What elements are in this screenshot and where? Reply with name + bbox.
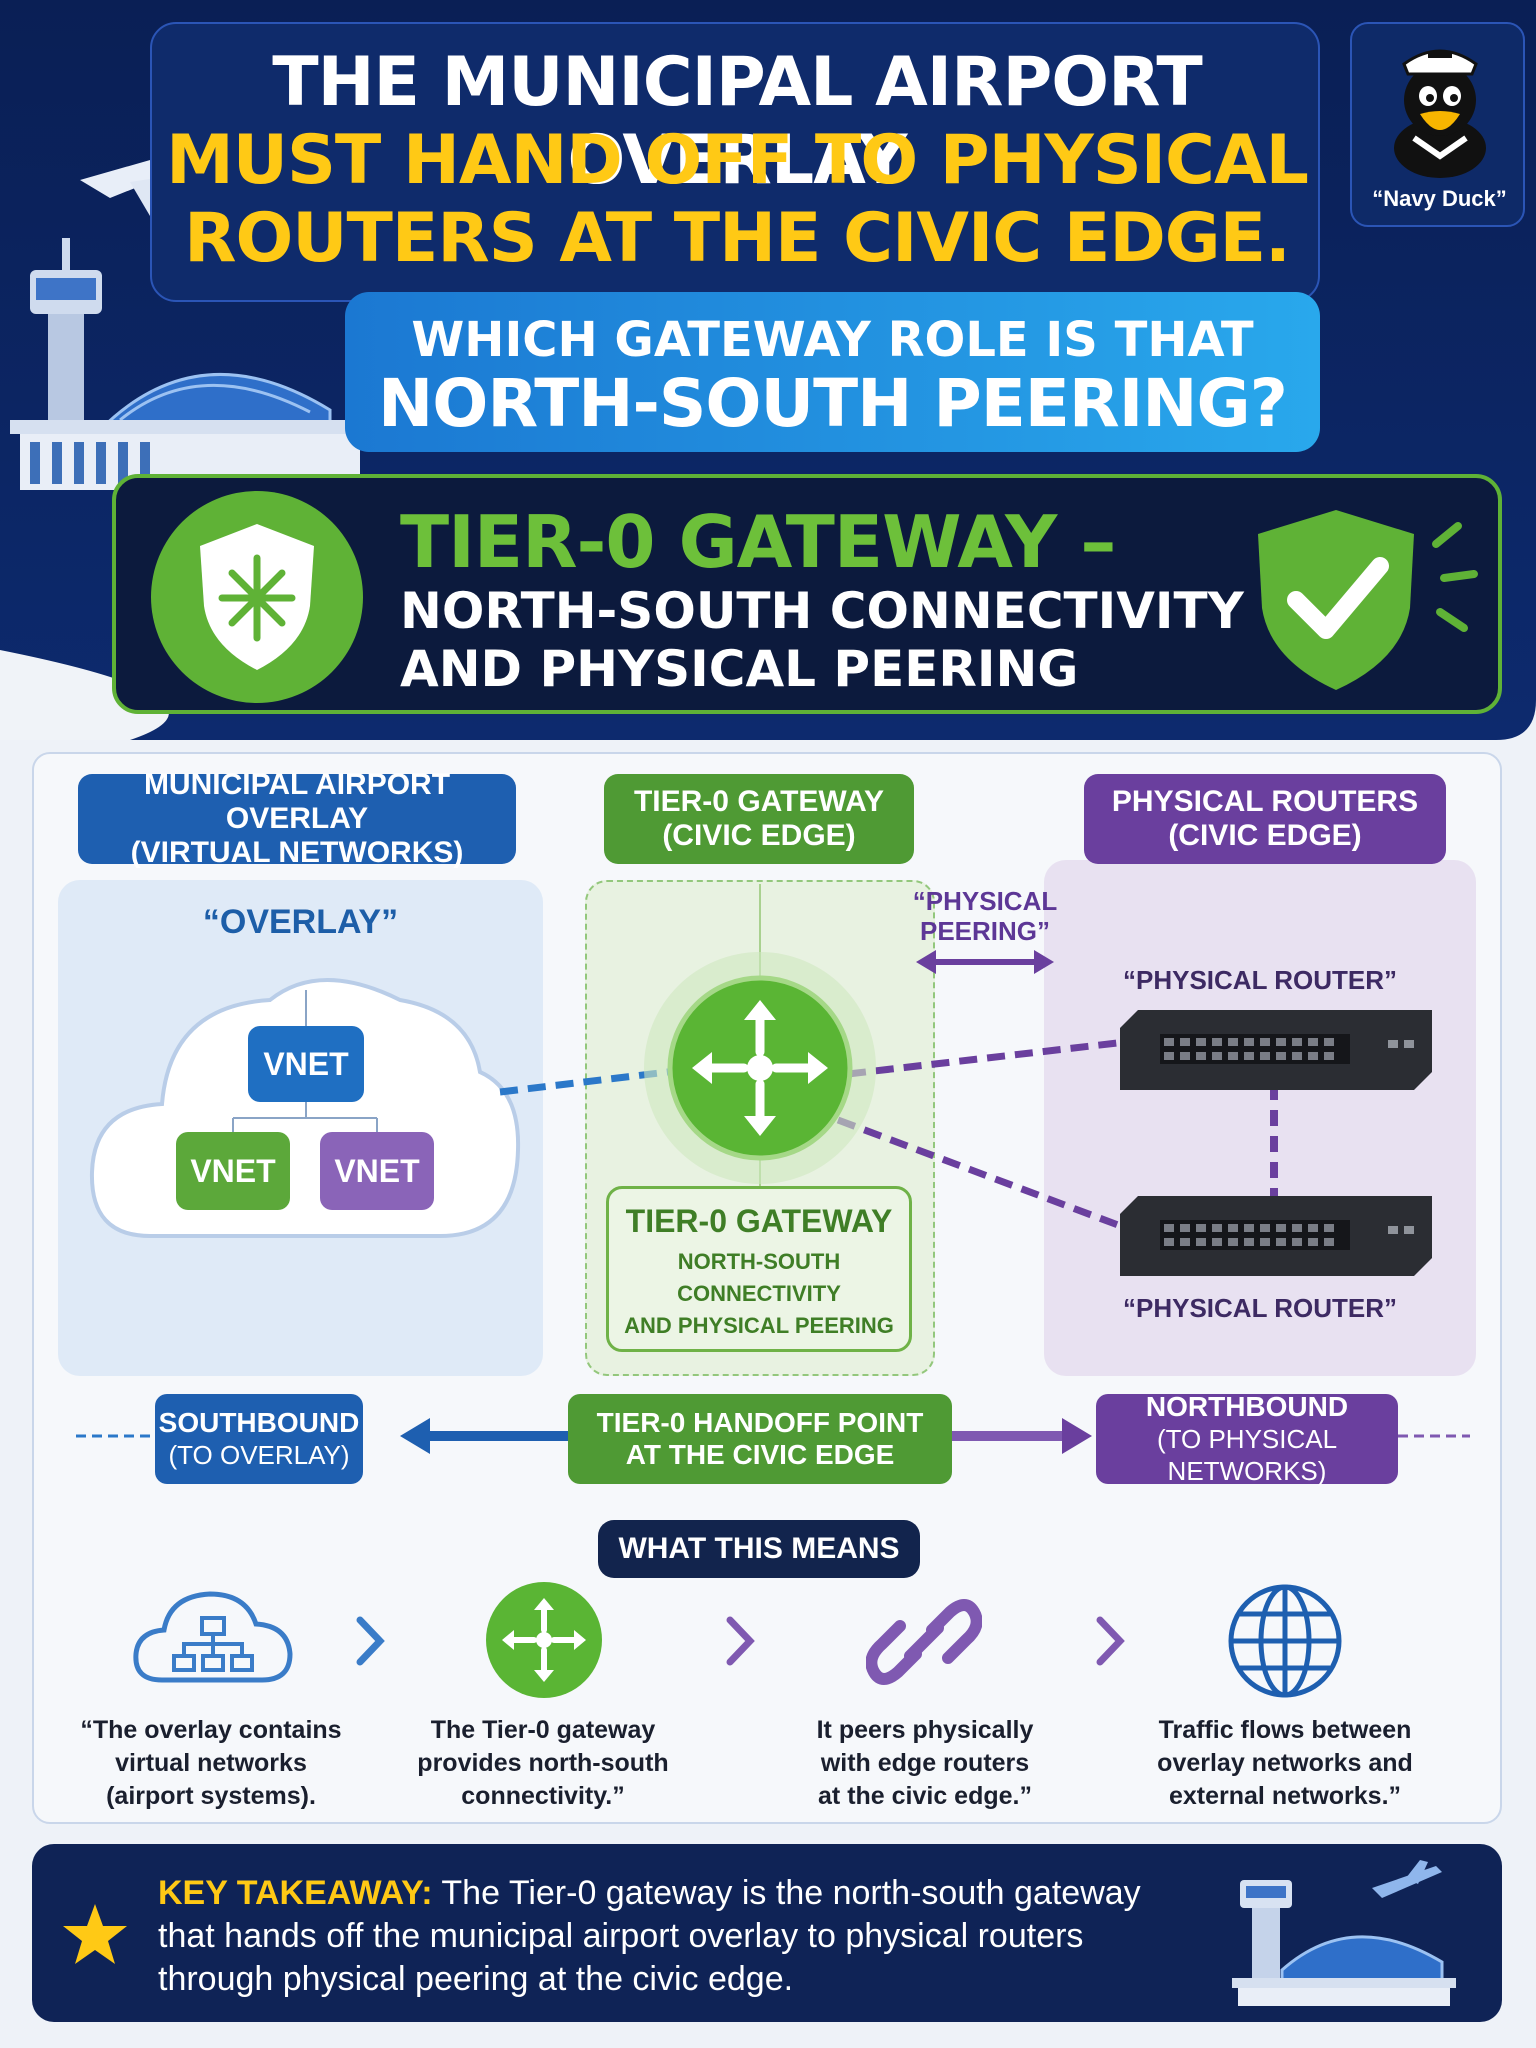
question-box: WHICH GATEWAY ROLE IS THAT NORTH-SOUTH P…: [345, 292, 1320, 452]
vnet-box-green: VNET: [176, 1132, 290, 1210]
question-line-2: NORTH-SOUTH PEERING?: [378, 365, 1288, 442]
cloud-network-icon: [133, 1591, 293, 1683]
peering-double-arrow: [916, 950, 1054, 974]
tier0-gateway-box-line-1: NORTH-SOUTH: [677, 1249, 841, 1274]
gateway-router2-link: [836, 1116, 1128, 1232]
southbound-line-1: SOUTHBOUND: [158, 1407, 360, 1438]
router-label-2: “PHYSICAL ROUTER”: [1123, 1293, 1397, 1323]
peering-label-line-2: PEERING”: [919, 916, 1051, 946]
tier0-gateway-box: TIER-0 GATEWAY NORTH-SOUTH CONNECTIVITY …: [606, 1186, 912, 1352]
gateway-arrows-icon: [486, 1582, 602, 1698]
physical-router-2-icon: [1120, 1196, 1432, 1276]
handoff-pill: TIER-0 HANDOFF POINT AT THE CIVIC EDGE: [568, 1394, 952, 1484]
chevron-right-icon: [356, 1616, 385, 1666]
means-item-1-line-3: (airport systems).: [106, 1782, 316, 1810]
airport-illustration: [10, 128, 370, 490]
router-label-1: “PHYSICAL ROUTER”: [1123, 965, 1397, 995]
duck-mascot-icon: [1394, 49, 1486, 178]
chain-link-icon: [866, 1599, 982, 1685]
tier0-gateway-box-line-3: AND PHYSICAL PEERING: [624, 1313, 894, 1338]
title-line-1: THE MUNICIPAL AIRPORT OVERLAY: [272, 43, 1203, 200]
means-item-1: “The overlay contains virtual networks (…: [66, 1714, 356, 1813]
title-line-3: ROUTERS AT THE CIVIC EDGE.: [184, 199, 1291, 278]
column-header-physical-line-2: (CIVIC EDGE): [1168, 819, 1362, 852]
gateway-router1-link: [847, 1038, 1127, 1078]
overlay-label: “OVERLAY”: [202, 903, 399, 941]
means-item-4: Traffic flows between overlay networks a…: [1140, 1714, 1430, 1813]
means-item-3-line-2: with edge routers: [820, 1749, 1030, 1777]
northbound-line-1: NORTHBOUND: [1145, 1391, 1349, 1422]
column-header-physical: PHYSICAL ROUTERS (CIVIC EDGE): [1084, 774, 1446, 864]
title-line-2: MUST HAND OFF TO PHYSICAL: [166, 121, 1309, 200]
means-item-2-line-2: provides north-south: [417, 1749, 669, 1777]
key-takeaway-label: KEY TAKEAWAY:: [158, 1874, 433, 1912]
means-item-4-line-2: overlay networks and: [1157, 1749, 1413, 1777]
tier0-router-icon: [644, 952, 876, 1184]
handoff-line-2: AT THE CIVIC EDGE: [625, 1439, 895, 1470]
overlay-gateway-link: [499, 1068, 669, 1096]
physical-zone: [1044, 860, 1476, 1376]
physical-router-1-icon: [1120, 1010, 1432, 1090]
column-header-overlay: MUNICIPAL AIRPORT OVERLAY (VIRTUAL NETWO…: [78, 768, 516, 869]
chevron-right-icon: [726, 1616, 755, 1666]
mascot-name: “Navy Duck”: [1372, 186, 1507, 211]
peering-label-line-1: “PHYSICAL: [912, 886, 1058, 916]
tier0-shield-icon: [151, 491, 363, 703]
means-item-4-line-3: external networks.”: [1168, 1782, 1402, 1810]
column-header-gateway: TIER-0 GATEWAY (CIVIC EDGE): [604, 774, 914, 864]
means-item-3: It peers physically with edge routers at…: [780, 1714, 1070, 1813]
peering-label: “PHYSICAL PEERING”: [905, 886, 1065, 946]
star-icon: [63, 1904, 127, 1964]
means-item-3-line-3: at the civic edge.”: [818, 1782, 1032, 1810]
tier0-gateway-box-title: TIER-0 GATEWAY: [625, 1203, 893, 1239]
check-shield-icon: [1258, 510, 1478, 690]
means-item-2-line-1: The Tier-0 gateway: [430, 1716, 656, 1744]
northbound-line-2: (TO PHYSICAL NETWORKS): [1156, 1424, 1338, 1486]
handoff-line-1: TIER-0 HANDOFF POINT: [596, 1407, 924, 1438]
southbound-arrow-icon: [400, 1418, 430, 1454]
means-item-1-line-1: “The overlay contains: [80, 1716, 342, 1744]
column-header-overlay-line-1: MUNICIPAL AIRPORT OVERLAY: [143, 768, 451, 835]
vnet-box-purple: VNET: [320, 1132, 434, 1210]
column-header-gateway-line-1: TIER-0 GATEWAY: [633, 785, 885, 818]
vnet-box-top: VNET: [248, 1026, 364, 1102]
northbound-pill: NORTHBOUND (TO PHYSICAL NETWORKS): [1096, 1391, 1398, 1486]
what-this-means-title: WHAT THIS MEANS: [598, 1520, 920, 1578]
means-item-2: The Tier-0 gateway provides north-south …: [398, 1714, 688, 1813]
key-takeaway-text: KEY TAKEAWAY: The Tier-0 gateway is the …: [158, 1872, 1198, 2001]
tier0-gateway-box-line-2: CONNECTIVITY: [677, 1281, 841, 1306]
question-line-1: WHICH GATEWAY ROLE IS THAT: [411, 312, 1254, 368]
means-item-1-line-2: virtual networks: [115, 1749, 307, 1777]
answer-subtitle-line-1: NORTH-SOUTH CONNECTIVITY: [400, 582, 1244, 640]
key-takeaway-panel: KEY TAKEAWAY: The Tier-0 gateway is the …: [32, 1844, 1502, 2022]
answer-subtitle-line-2: AND PHYSICAL PEERING: [400, 640, 1079, 698]
column-header-physical-line-1: PHYSICAL ROUTERS: [1111, 785, 1419, 818]
column-header-overlay-line-2: (VIRTUAL NETWORKS): [130, 836, 464, 869]
globe-icon: [1228, 1584, 1342, 1698]
means-item-3-line-1: It peers physically: [816, 1716, 1034, 1744]
column-header-gateway-line-2: (CIVIC EDGE): [662, 819, 856, 852]
mascot-card: “Navy Duck”: [1350, 22, 1525, 227]
airport-terminal-icon: [1232, 1860, 1456, 2006]
answer-title: TIER-0 GATEWAY –: [400, 500, 1116, 584]
means-item-2-line-3: connectivity.”: [461, 1782, 625, 1810]
southbound-pill: SOUTHBOUND (TO OVERLAY): [155, 1394, 363, 1484]
northbound-arrow-icon: [1062, 1418, 1092, 1454]
chevron-right-icon: [1096, 1616, 1125, 1666]
key-takeaway-body: The Tier-0 gateway is the north-south ga…: [158, 1874, 1141, 1998]
means-item-4-line-1: Traffic flows between: [1158, 1716, 1412, 1744]
southbound-line-2: (TO OVERLAY): [168, 1440, 350, 1470]
title-box: THE MUNICIPAL AIRPORT OVERLAY MUST HAND …: [150, 22, 1320, 302]
